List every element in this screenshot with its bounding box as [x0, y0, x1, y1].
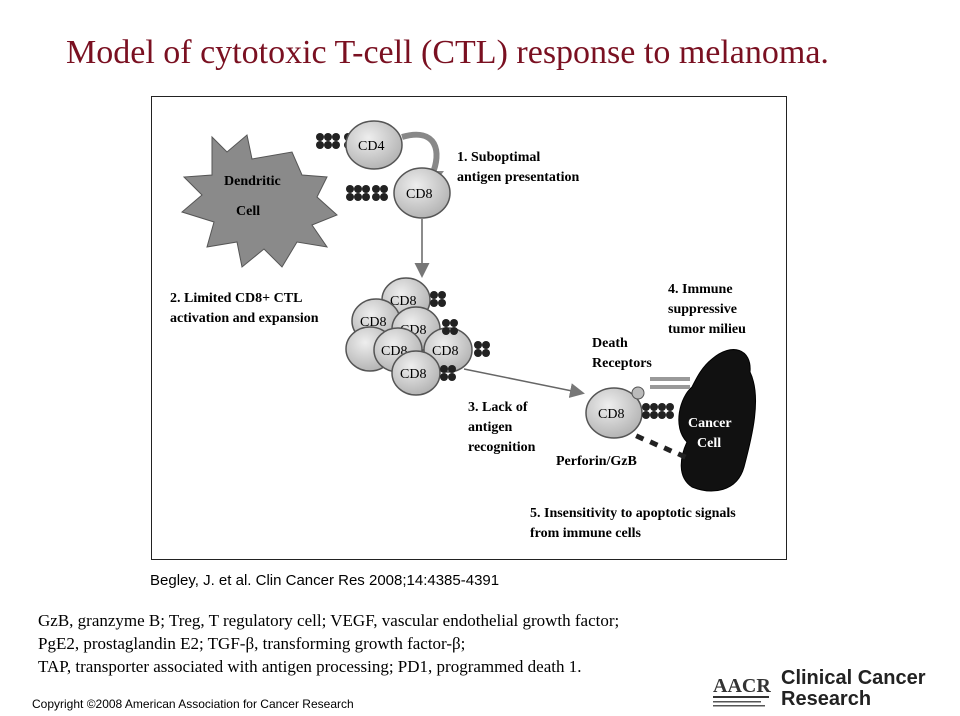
dendritic-label-2: Cell — [236, 204, 260, 219]
step3-line3: recognition — [468, 440, 536, 455]
cancer-cell-shape — [678, 349, 757, 492]
aacr-logo-icon: AACR — [713, 675, 771, 707]
step4-line2: suppressive — [668, 302, 737, 317]
cd8-cluster-label-2: CD8 — [360, 315, 386, 330]
cd8-cluster-label-5: CD8 — [432, 344, 458, 359]
effector-receptors — [642, 403, 674, 419]
cd4-cell — [345, 120, 403, 170]
step4-line1: 4. Immune — [668, 282, 733, 297]
receptor-knob — [631, 386, 645, 400]
step1-line1: 1. Suboptimal — [457, 150, 540, 165]
receptor-cluster-2 — [346, 185, 388, 201]
ctl-response-diagram: Dendritic Cell CD4 CD8 1. Suboptimal ant… — [151, 96, 787, 560]
step3-line1: 3. Lack of — [468, 400, 528, 415]
cd8-cell-effector — [585, 387, 643, 439]
copyright-notice: Copyright ©2008 American Association for… — [32, 697, 354, 711]
cancer-label-1: Cancer — [688, 416, 732, 431]
svg-text:AACR: AACR — [713, 675, 771, 697]
dendritic-cell-shape — [180, 134, 338, 268]
cd4-label: CD4 — [358, 139, 384, 154]
cd8-label-effector: CD8 — [598, 407, 624, 422]
cd8-cell-top — [393, 167, 451, 219]
step4-line3: tumor milieu — [668, 322, 746, 337]
dendritic-label-1: Dendritic — [224, 174, 281, 189]
cd4-to-cd8-arrow — [401, 131, 440, 177]
step1-line2: antigen presentation — [457, 170, 579, 185]
cd8-label-top: CD8 — [406, 187, 432, 202]
step5-line1: 5. Insensitivity to apoptotic signals — [530, 506, 736, 521]
step2-line1: 2. Limited CD8+ CTL — [170, 291, 302, 306]
cd8-cluster: CD8 CD8 CD8 CD8 CD8 CD8 — [345, 277, 490, 396]
abbreviations-line-2: PgE2, prostaglandin E2; TGF-β, transform… — [38, 634, 466, 653]
cluster-to-target-arrow — [463, 368, 585, 398]
death-receptor-bars — [650, 377, 690, 389]
step3-line2: antigen — [468, 420, 513, 435]
abbreviations-line-3: TAP, transporter associated with antigen… — [38, 657, 582, 676]
perforin-granules — [635, 433, 687, 460]
cd8-cluster-label-6: CD8 — [400, 367, 426, 382]
slide-title: Model of cytotoxic T-cell (CTL) response… — [66, 34, 829, 71]
death-receptors-1: Death — [592, 336, 628, 351]
clinical-cancer-research-logo: AACR Clinical Cancer Research — [711, 668, 929, 714]
citation: Begley, J. et al. Clin Cancer Res 2008;1… — [150, 572, 500, 589]
perforin-label: Perforin/GzB — [556, 454, 637, 469]
cd8-cluster-label-1: CD8 — [390, 294, 416, 309]
step2-line2: activation and expansion — [170, 311, 319, 326]
cancer-label-2: Cell — [697, 436, 721, 451]
death-receptors-2: Receptors — [592, 356, 652, 371]
abbreviations-line-1: GzB, granzyme B; Treg, T regulatory cell… — [38, 611, 620, 630]
diagram-canvas: Dendritic Cell CD4 CD8 1. Suboptimal ant… — [170, 120, 757, 541]
step5-line2: from immune cells — [530, 526, 641, 541]
logo-text: Clinical Cancer Research — [781, 667, 926, 710]
